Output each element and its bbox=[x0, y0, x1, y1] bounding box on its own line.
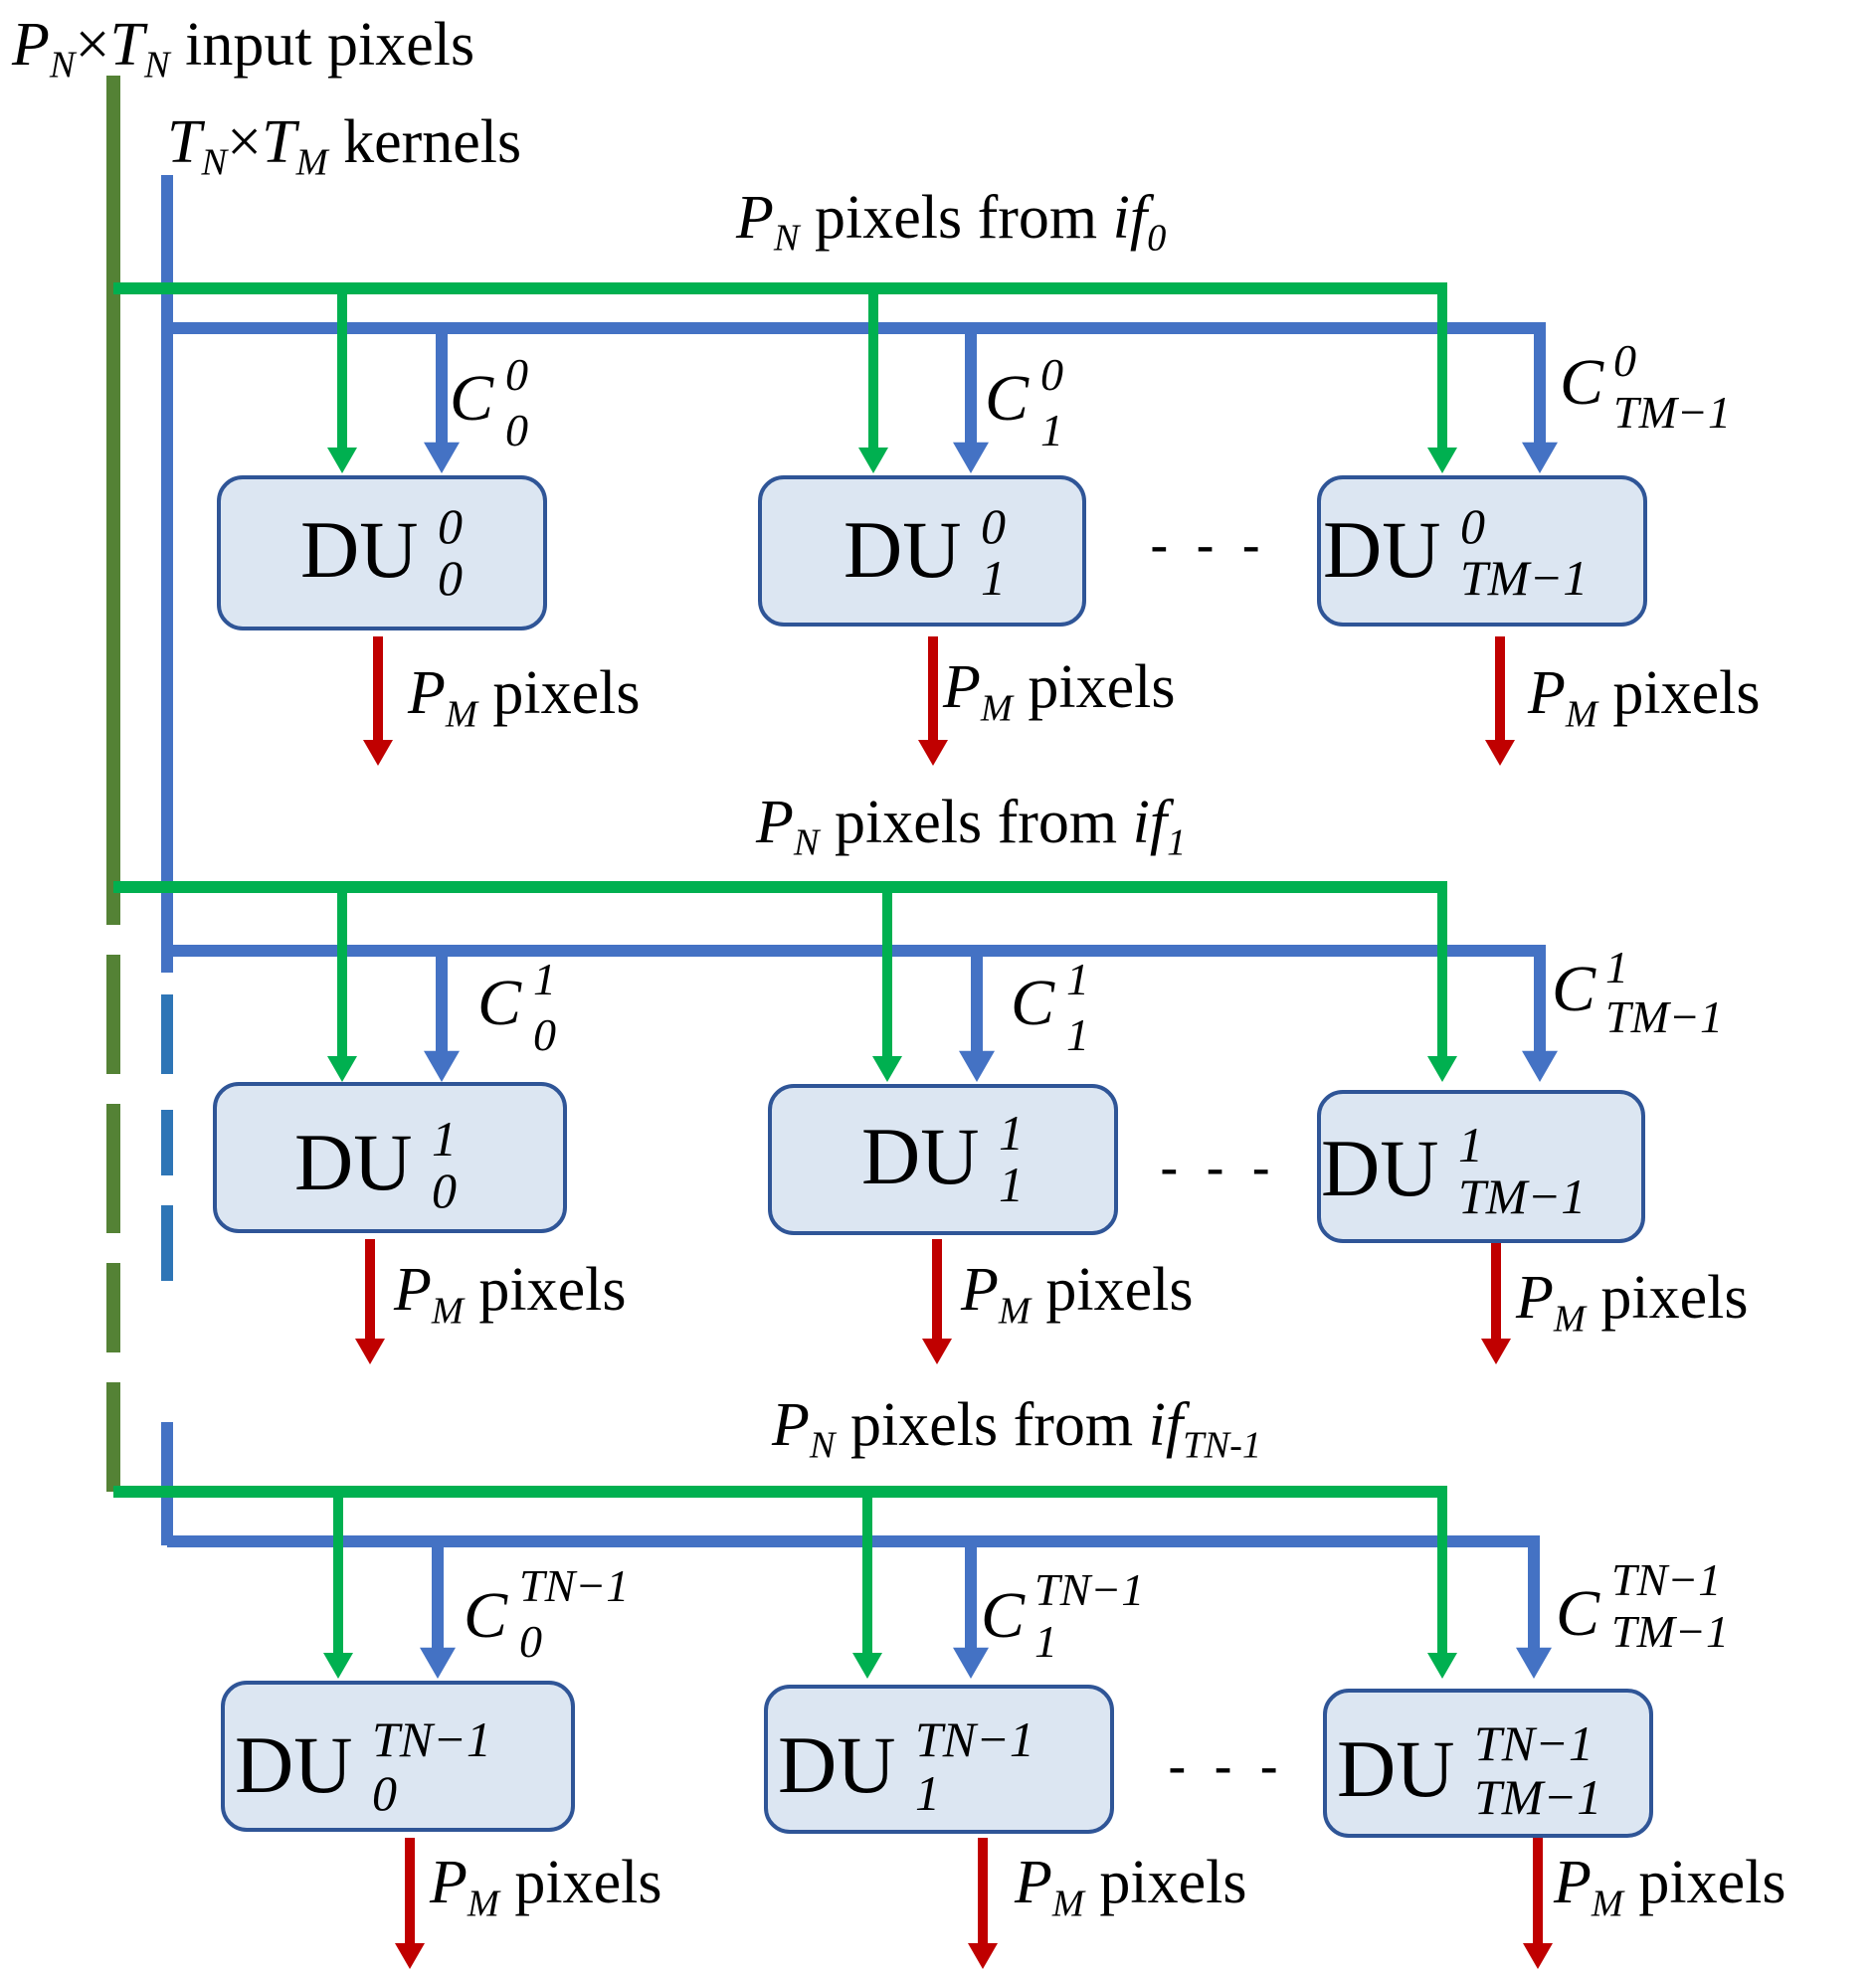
output-arrow-head bbox=[395, 1943, 425, 1969]
output-arrow-head bbox=[1485, 740, 1515, 766]
kernel-arrow-head bbox=[424, 442, 460, 473]
output-arrow-head bbox=[363, 740, 393, 766]
dispatch-unit: DU 0 TM−1 bbox=[1317, 475, 1647, 627]
dispatch-unit: DU TN−1 0 bbox=[221, 1681, 575, 1832]
kernel-label: C bbox=[981, 1579, 1026, 1652]
pixel-arrow-head bbox=[327, 448, 357, 473]
kernel-arrow-head bbox=[959, 1050, 995, 1082]
output-pixels-label: PM pixels bbox=[961, 1256, 1194, 1333]
input-pixels-label: PN×TN input pixels bbox=[12, 11, 475, 87]
kernel-label-sup: TN−1 bbox=[1611, 1554, 1722, 1605]
pixel-arrow-head bbox=[1427, 448, 1457, 473]
kernel-label-sub: TM−1 bbox=[1605, 991, 1723, 1042]
pixel-arrow-head bbox=[872, 1056, 902, 1082]
output-arrow-head bbox=[968, 1943, 998, 1969]
ellipsis: - - - bbox=[1160, 1136, 1277, 1198]
pixel-arrow-head bbox=[852, 1653, 882, 1679]
output-pixels-label: PM pixels bbox=[430, 1849, 662, 1925]
dispatch-unit: DU 0 1 bbox=[758, 475, 1086, 627]
kernel-label-sup: 0 bbox=[1040, 349, 1063, 400]
row-header-if0: PN pixels from if0 bbox=[736, 184, 1167, 260]
output-pixels-label: PM pixels bbox=[1528, 659, 1761, 736]
output-pixels-label: PM pixels bbox=[1015, 1849, 1247, 1925]
kernel-arrow-head bbox=[1522, 1050, 1558, 1082]
output-pixels-label: PM pixels bbox=[394, 1256, 627, 1333]
kernels-label: TN×TM kernels bbox=[167, 108, 522, 184]
kernel-label-sup: 0 bbox=[505, 349, 528, 400]
kernel-label: C bbox=[464, 1579, 508, 1652]
output-pixels-label: PM pixels bbox=[943, 653, 1176, 730]
ellipsis: - - - bbox=[1168, 1734, 1285, 1797]
kernel-label-sup: TN−1 bbox=[1034, 1564, 1145, 1615]
kernel-label-sup: 1 bbox=[533, 954, 556, 1004]
kernel-label: C bbox=[1011, 967, 1055, 1039]
kernel-label-sup: 0 bbox=[1613, 335, 1636, 386]
output-arrow-head bbox=[918, 740, 948, 766]
kernel-label-sup: 1 bbox=[1066, 954, 1089, 1004]
kernel-label: C bbox=[450, 362, 494, 435]
pixel-arrow-head bbox=[1427, 1056, 1457, 1082]
output-pixels-label: PM pixels bbox=[1516, 1264, 1749, 1341]
kernel-label: C bbox=[985, 362, 1030, 435]
pixel-arrow-head bbox=[858, 448, 888, 473]
kernel-label-sub: TM−1 bbox=[1611, 1606, 1729, 1657]
output-pixels-label: PM pixels bbox=[408, 659, 641, 736]
dispatch-unit: DU 1 TM−1 bbox=[1317, 1090, 1645, 1243]
pixel-arrow-head bbox=[327, 1056, 357, 1082]
kernel-label-sub: 0 bbox=[505, 405, 528, 455]
kernel-label-sub: 1 bbox=[1066, 1009, 1089, 1060]
kernel-arrow-head bbox=[953, 1647, 989, 1679]
kernel-label-sup: 1 bbox=[1605, 942, 1628, 992]
output-arrow-head bbox=[922, 1339, 952, 1364]
kernel-arrow-head bbox=[1516, 1647, 1552, 1679]
dispatch-unit: DU TN−1 TM−1 bbox=[1323, 1689, 1653, 1838]
pixel-arrow-head bbox=[1427, 1653, 1457, 1679]
output-arrow-head bbox=[1481, 1339, 1511, 1364]
output-pixels-label: PM pixels bbox=[1554, 1849, 1786, 1925]
kernel-label-sub: 0 bbox=[533, 1009, 556, 1060]
row-header-iftn: PN pixels from ifTN-1 bbox=[772, 1391, 1262, 1467]
kernel-label-sub: 1 bbox=[1034, 1616, 1057, 1667]
ellipsis: - - - bbox=[1150, 513, 1267, 576]
kernel-label: C bbox=[1552, 953, 1596, 1025]
kernel-arrow-head bbox=[424, 1050, 460, 1082]
dispatch-unit: DU 1 1 bbox=[768, 1084, 1118, 1235]
kernel-label: C bbox=[1560, 346, 1604, 419]
kernel-label-sup: TN−1 bbox=[519, 1560, 630, 1611]
kernel-label-sub: TM−1 bbox=[1613, 387, 1731, 438]
kernel-label-sub: 1 bbox=[1040, 405, 1063, 455]
kernel-arrow-head bbox=[953, 442, 989, 473]
kernel-label: C bbox=[477, 967, 522, 1039]
row-header-if1: PN pixels from if1 bbox=[756, 789, 1187, 864]
kernel-arrow-head bbox=[420, 1647, 456, 1679]
dispatch-unit: DU TN−1 1 bbox=[764, 1685, 1114, 1834]
dispatch-unit: DU 0 0 bbox=[217, 475, 547, 630]
output-arrow-head bbox=[1523, 1943, 1553, 1969]
output-arrow-head bbox=[355, 1339, 385, 1364]
kernel-arrow-head bbox=[1522, 442, 1558, 473]
kernel-label-sub: 0 bbox=[519, 1616, 542, 1667]
kernel-label: C bbox=[1556, 1577, 1600, 1650]
dispatch-unit: DU 1 0 bbox=[213, 1082, 567, 1233]
pixel-arrow-head bbox=[323, 1653, 353, 1679]
